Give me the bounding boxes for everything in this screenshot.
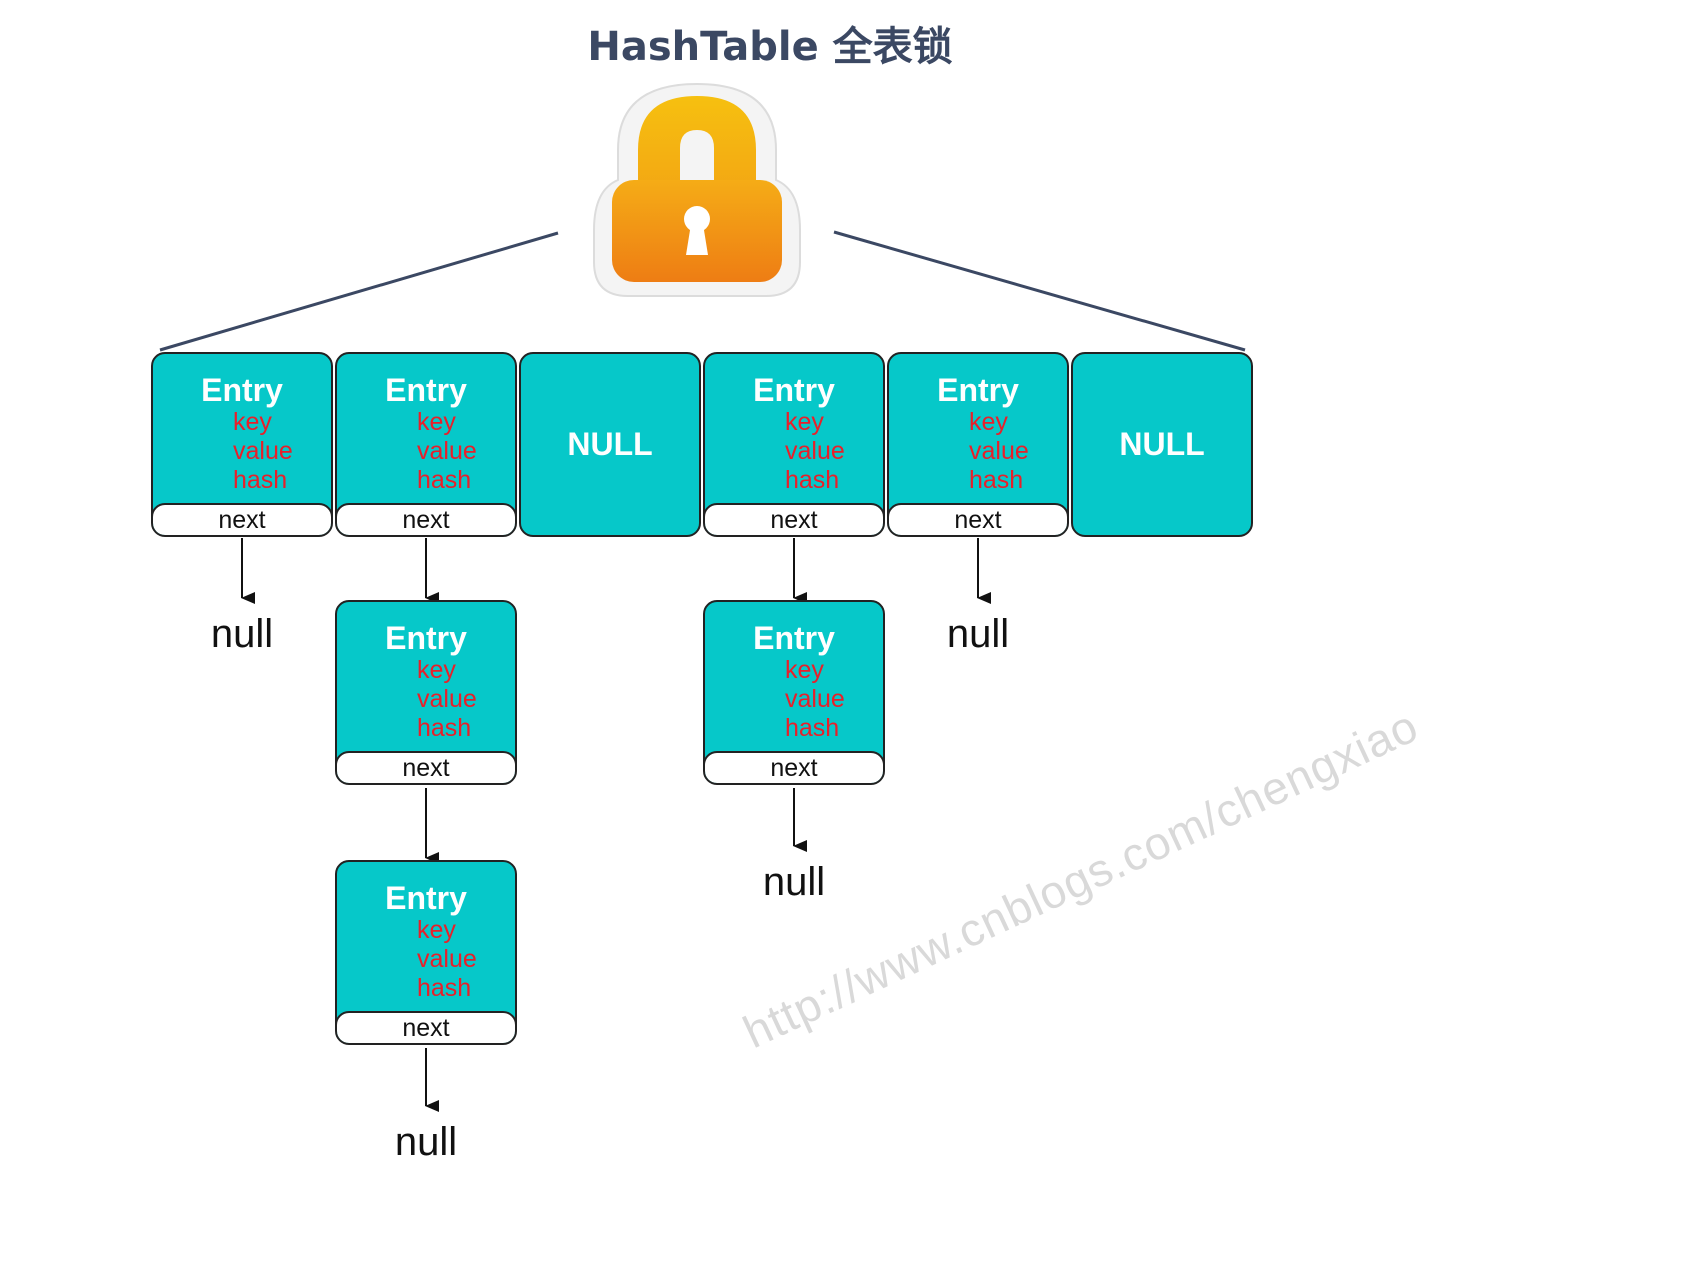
entry-key: key — [417, 916, 456, 944]
entry-value: value — [233, 437, 293, 465]
entry-hash: hash — [969, 466, 1024, 494]
bucket-null: NULL — [1071, 352, 1253, 537]
null-terminal: null — [946, 612, 1010, 656]
entry-hash: hash — [233, 466, 288, 494]
entry-title: Entry — [201, 372, 283, 408]
entry-key: key — [969, 408, 1008, 436]
bucket-entry: Entry key value hash next — [335, 352, 517, 537]
chain-entry: Entry key value hash next — [703, 600, 885, 785]
entry-hash: hash — [417, 974, 472, 1002]
entry-key: key — [417, 656, 456, 684]
entry-next: next — [153, 503, 331, 535]
entry-hash: hash — [417, 466, 472, 494]
bucket-entry: Entry key value hash next — [151, 352, 333, 537]
chain-entry: Entry key value hash next — [335, 600, 517, 785]
entry-key: key — [785, 656, 824, 684]
entry-hash: hash — [417, 714, 472, 742]
null-terminal: null — [762, 860, 826, 904]
diagram-title: HashTable 全表锁 — [587, 24, 953, 70]
entry-value: value — [417, 945, 477, 973]
null-bucket-label: NULL — [567, 426, 653, 462]
entry-title: Entry — [385, 880, 467, 916]
padlock-icon — [593, 82, 801, 297]
entry-next: next — [337, 751, 515, 783]
null-bucket-label: NULL — [1119, 426, 1205, 462]
entry-key: key — [785, 408, 824, 436]
chain-entry: Entry key value hash next — [335, 860, 517, 1045]
lock-line-left — [159, 231, 559, 352]
entry-title: Entry — [385, 372, 467, 408]
lock-line-right — [833, 230, 1246, 352]
bucket-entry: Entry key value hash next — [703, 352, 885, 537]
entry-title: Entry — [937, 372, 1019, 408]
entry-key: key — [417, 408, 456, 436]
entry-value: value — [785, 685, 845, 713]
entry-next: next — [337, 503, 515, 535]
entry-value: value — [417, 685, 477, 713]
entry-next: next — [705, 751, 883, 783]
entry-value: value — [785, 437, 845, 465]
null-terminal: null — [210, 612, 274, 656]
entry-key: key — [233, 408, 272, 436]
entry-next: next — [705, 503, 883, 535]
entry-next: next — [889, 503, 1067, 535]
entry-title: Entry — [753, 620, 835, 656]
entry-title: Entry — [753, 372, 835, 408]
bucket-null: NULL — [519, 352, 701, 537]
null-terminal: null — [394, 1120, 458, 1164]
entry-value: value — [969, 437, 1029, 465]
entry-hash: hash — [785, 714, 840, 742]
bucket-entry: Entry key value hash next — [887, 352, 1069, 537]
entry-next: next — [337, 1011, 515, 1043]
entry-value: value — [417, 437, 477, 465]
entry-hash: hash — [785, 466, 840, 494]
entry-title: Entry — [385, 620, 467, 656]
